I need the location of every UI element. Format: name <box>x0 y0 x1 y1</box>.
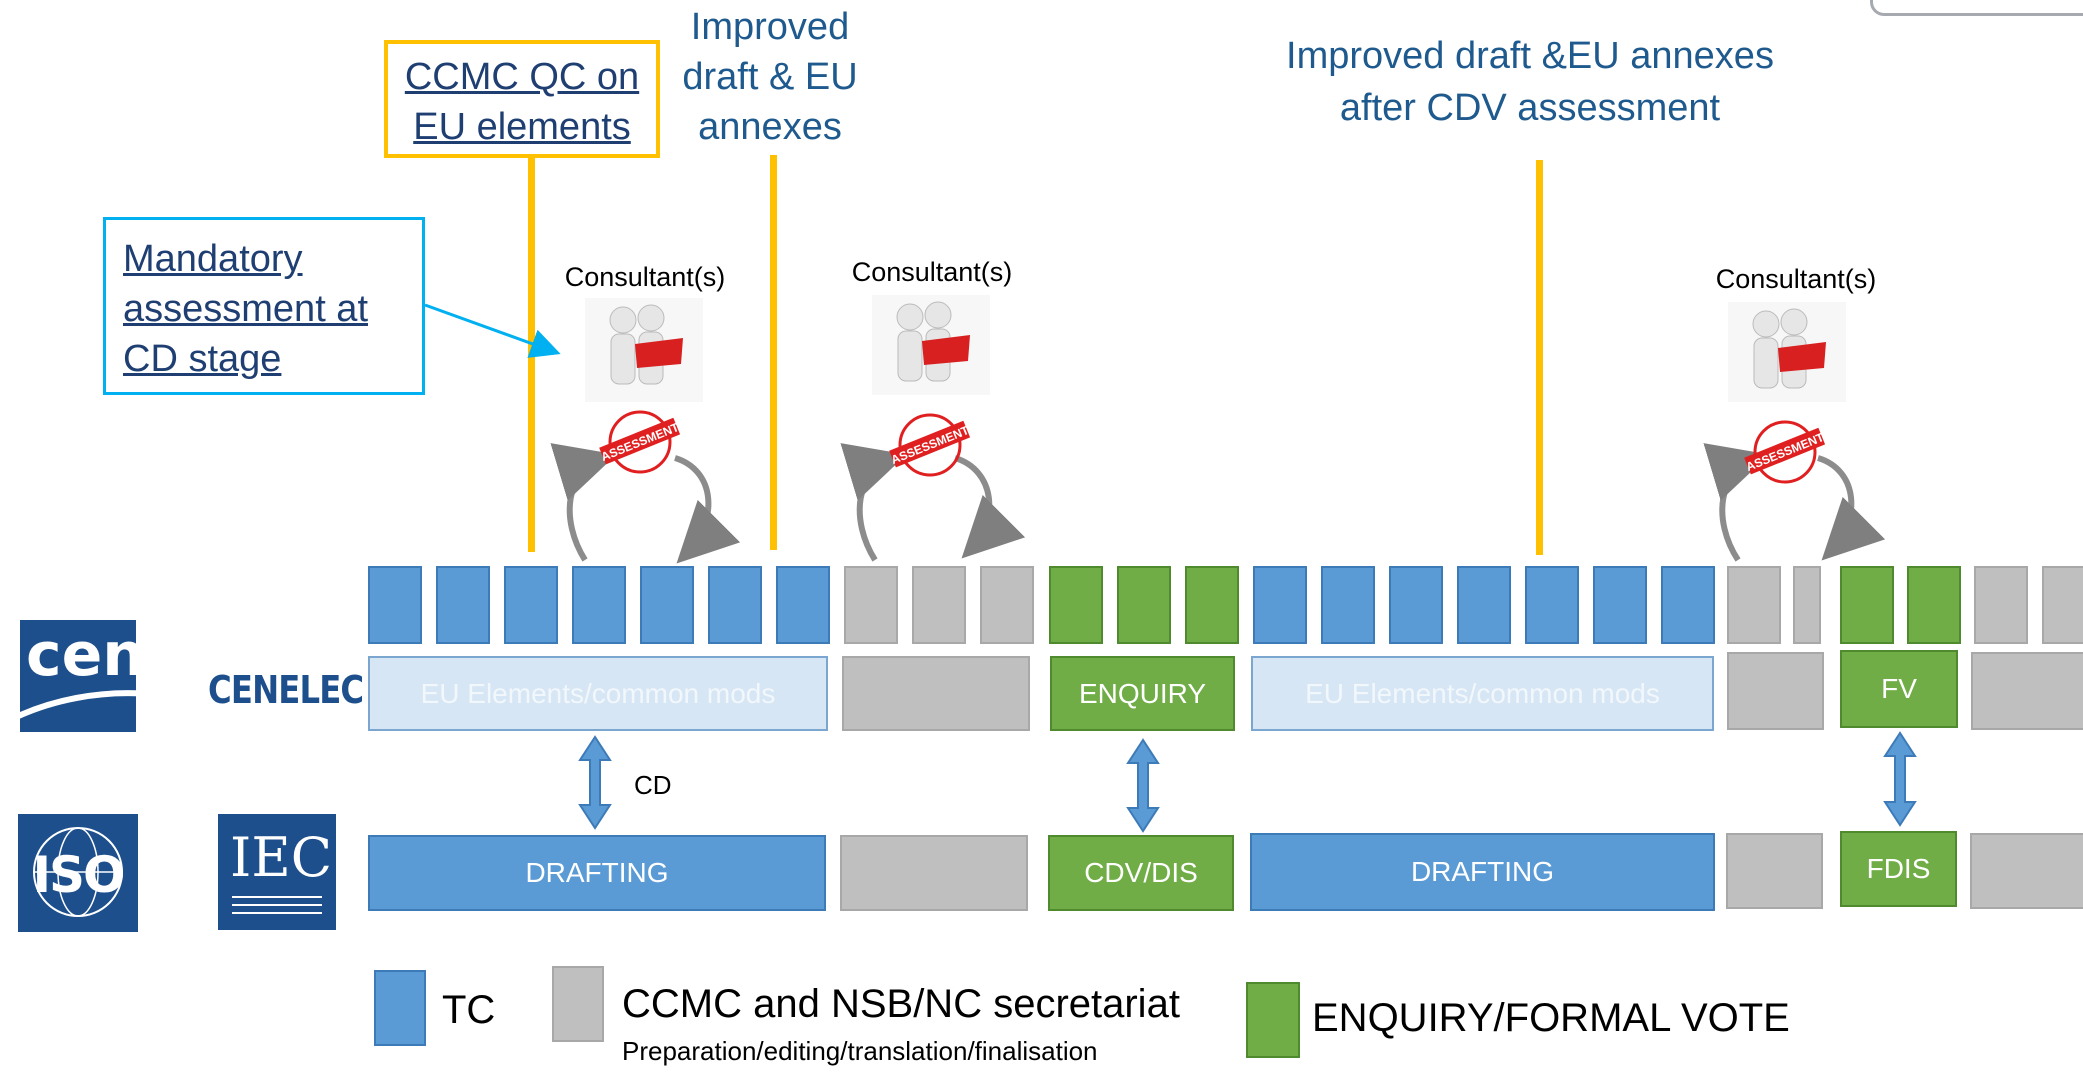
consultant-figures-3 <box>1728 302 1846 402</box>
timeline-segment <box>912 566 966 644</box>
consultant-label-1: Consultant(s) <box>564 262 726 292</box>
timeline-segment <box>980 566 1034 644</box>
enquiry-bar: ENQUIRY <box>1050 656 1235 731</box>
mandatory-assessment-callout[interactable]: Mandatory assessment at CD stage <box>103 217 425 395</box>
assessment-stamp-3: ASSESSMENT <box>1744 420 1827 484</box>
legend-tc-label: TC <box>442 988 496 1032</box>
cdv-dis-bar: CDV/DIS <box>1048 835 1234 911</box>
timeline-segment <box>2042 566 2083 644</box>
legend-secretariat-label: CCMC and NSB/NC secretariat <box>622 982 1180 1026</box>
double-arrow-fv <box>1883 731 1917 827</box>
timeline-segment <box>504 566 558 644</box>
consultant-label-3: Consultant(s) <box>1715 264 1877 294</box>
legend-secretariat-sub: Preparation/editing/translation/finalisa… <box>622 1036 1098 1066</box>
corner-decoration <box>1870 0 2083 16</box>
timeline-segment <box>1117 566 1171 644</box>
legend-vote-label: ENQUIRY/FORMAL VOTE <box>1312 996 1790 1040</box>
double-arrow-cd <box>578 735 612 830</box>
cenelec-logo: CENELEC <box>208 668 364 712</box>
assessment-stamp-2: ASSESSMENT <box>889 413 972 477</box>
secretariat-bar-int-2 <box>1726 833 1823 909</box>
timeline-segment <box>1321 566 1375 644</box>
timeline-segment <box>1840 566 1894 644</box>
legend-vote-swatch <box>1246 982 1300 1058</box>
consultant-label-2: Consultant(s) <box>851 257 1013 287</box>
eu-elements-bar-1: EU Elements/common mods <box>368 656 828 731</box>
iso-logo-text: ISO <box>32 846 125 904</box>
iec-logo-text: IEC <box>230 826 333 889</box>
timeline-segment <box>1253 566 1307 644</box>
timeline-segment <box>1727 566 1781 644</box>
double-arrow-enquiry <box>1126 738 1160 833</box>
iec-logo: IEC <box>218 814 336 930</box>
timeline-segment <box>1525 566 1579 644</box>
mandatory-line2[interactable]: assessment at <box>123 288 368 330</box>
improved-draft-label: Improved draft & EU annexes <box>660 2 880 152</box>
timeline-segment <box>436 566 490 644</box>
timeline-segment <box>1907 566 1961 644</box>
timeline-segment <box>1793 566 1821 644</box>
secretariat-bar-eu-1 <box>842 656 1030 731</box>
secretariat-bar-int-3 <box>1970 833 2083 909</box>
drafting-bar-2: DRAFTING <box>1250 833 1715 911</box>
improved-after-cdv-label: Improved draft &EU annexes after CDV ass… <box>1240 30 1820 134</box>
secretariat-bar-int-1 <box>840 835 1028 911</box>
ccmc-qc-line2[interactable]: EU elements <box>413 106 631 148</box>
fv-bar: FV <box>1840 650 1958 728</box>
timeline-segment <box>640 566 694 644</box>
assessment-loop-2 <box>840 443 1026 562</box>
fdis-bar: FDIS <box>1840 831 1957 907</box>
cen-logo: cen <box>20 620 136 732</box>
drafting-bar-1: DRAFTING <box>368 835 826 911</box>
timeline-segment <box>1974 566 2028 644</box>
assessment-loop-1 <box>550 443 741 564</box>
consultant-figures-1 <box>585 298 703 402</box>
improved-draft-line1: Improved <box>690 6 850 48</box>
secretariat-bar-eu-2 <box>1727 652 1824 730</box>
timeline-segment <box>1457 566 1511 644</box>
improved-after-cdv-line1: Improved draft &EU annexes <box>1286 35 1774 77</box>
mandatory-line1[interactable]: Mandatory <box>123 238 303 280</box>
timeline-segment <box>1661 566 1715 644</box>
timeline-segment <box>708 566 762 644</box>
improved-after-cdv-line2: after CDV assessment <box>1339 87 1721 129</box>
callout-pointer <box>424 303 561 358</box>
legend-secretariat-swatch <box>552 966 604 1042</box>
ccmc-qc-callout[interactable]: CCMC QC on EU elements <box>384 40 660 158</box>
consultant-figures-2 <box>872 295 990 395</box>
timeline-segment <box>1593 566 1647 644</box>
eu-elements-bar-2: EU Elements/common mods <box>1251 656 1714 731</box>
timeline-segment <box>572 566 626 644</box>
secretariat-bar-eu-3 <box>1971 652 2083 730</box>
mandatory-line3[interactable]: CD stage <box>123 338 282 380</box>
assessment-loop-3 <box>1703 443 1886 562</box>
timeline-segment <box>1185 566 1239 644</box>
timeline-segment <box>844 566 898 644</box>
cen-logo-text: cen <box>26 620 136 690</box>
timeline-segment <box>368 566 422 644</box>
qc-marker-line-2 <box>770 155 777 550</box>
improved-draft-line3: annexes <box>698 106 842 148</box>
improved-draft-line2: draft & EU <box>682 56 858 98</box>
timeline-segment <box>776 566 830 644</box>
qc-marker-line-3 <box>1536 160 1543 555</box>
cd-label: CD <box>634 770 672 800</box>
iso-logo: ISO <box>18 814 138 932</box>
ccmc-qc-line1[interactable]: CCMC QC on <box>404 56 640 98</box>
legend-tc-swatch <box>374 970 426 1046</box>
timeline-segment <box>1049 566 1103 644</box>
timeline-segment <box>1389 566 1443 644</box>
assessment-stamp-1: ASSESSMENT <box>599 410 682 474</box>
